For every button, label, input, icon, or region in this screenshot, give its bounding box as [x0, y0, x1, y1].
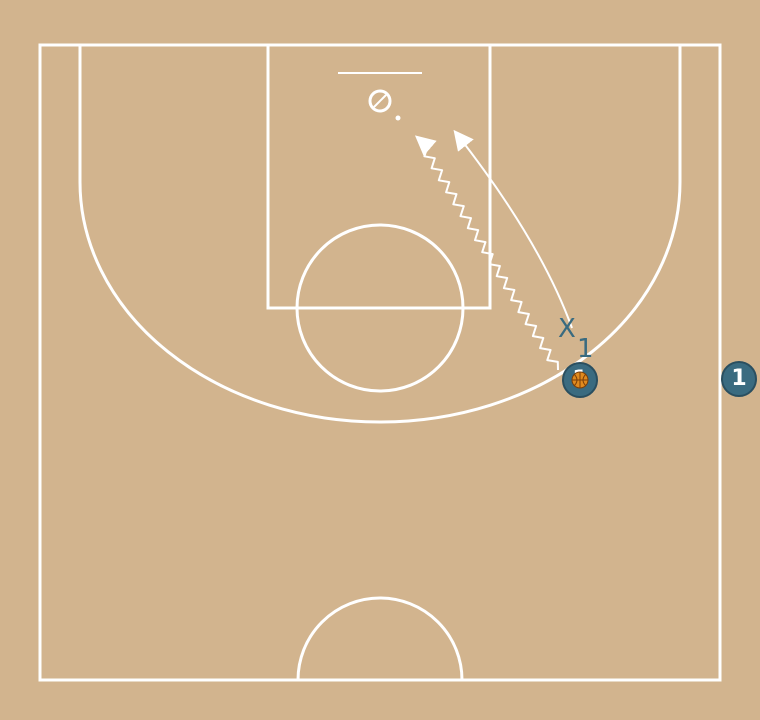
basket-icon	[368, 89, 401, 121]
player-1[interactable]: 1	[721, 361, 757, 397]
cut-path	[453, 129, 573, 329]
basketball-icon	[571, 371, 589, 389]
defender-marker[interactable]: X 1	[558, 316, 598, 366]
defender-x: X	[558, 314, 576, 344]
paint-lane	[266, 43, 492, 310]
dribble-path	[414, 135, 559, 371]
court-boundary	[38, 43, 722, 682]
player-number: 1	[731, 366, 747, 391]
center-circle	[296, 596, 464, 681]
player-1-with-ball[interactable]: 1	[562, 362, 598, 398]
defender-number: 1	[577, 334, 594, 364]
free-throw-circle	[295, 223, 465, 393]
three-point-line	[78, 45, 682, 424]
